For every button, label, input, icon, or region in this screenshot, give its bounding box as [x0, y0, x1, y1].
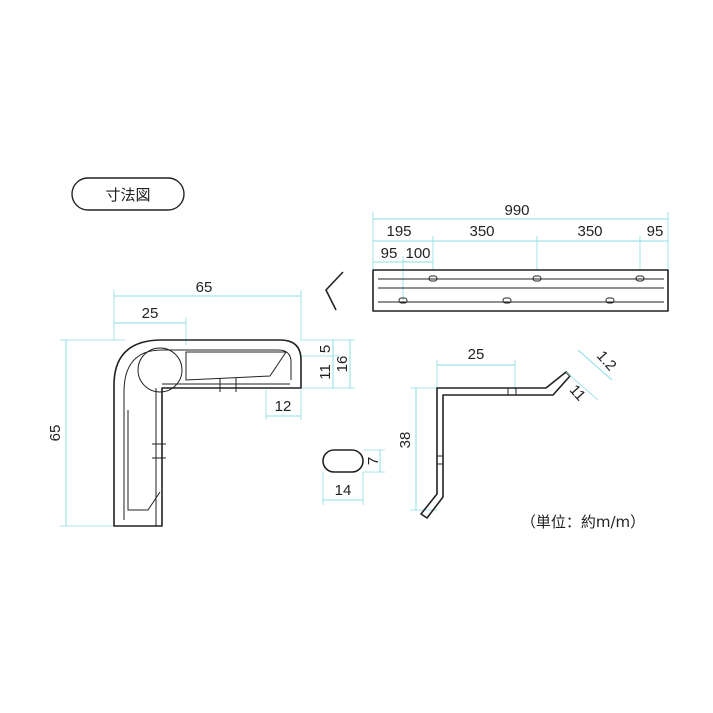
rail-sub1-label: 95: [381, 245, 398, 262]
slot-detail: 7 14: [322, 449, 385, 505]
title-text: 寸法図: [105, 186, 150, 204]
corner-d16-label: 16: [334, 356, 351, 373]
unit-note: （単位：約m/m）: [521, 513, 645, 531]
profile-t12-label: 1.2: [593, 348, 620, 375]
profile-t11-label: 11: [566, 382, 589, 405]
corner-d12-label: 12: [275, 398, 292, 415]
corner-d5-label: 5: [317, 345, 334, 353]
rail-seg2-label: 350: [469, 223, 494, 240]
chevron-icon: [325, 271, 344, 311]
rail-view: 990 195 350 350 95 95 100: [372, 202, 669, 312]
slot-height-label: 7: [365, 457, 382, 465]
rail-seg1-label: 195: [386, 223, 411, 240]
rail-seg4-label: 95: [647, 223, 664, 240]
corner-width-label: 65: [196, 279, 213, 296]
corner-d11-label: 11: [317, 364, 334, 380]
profile-top-label: 25: [468, 346, 485, 363]
title-badge: 寸法図: [71, 177, 185, 211]
corner-height-label: 65: [47, 425, 64, 442]
rail-sub2-label: 100: [405, 245, 430, 262]
corner-view: 65 25 65 5 11 16 12: [47, 279, 355, 527]
profile-height-label: 38: [397, 432, 414, 449]
rail-total-label: 990: [504, 202, 529, 219]
rail-seg3-label: 350: [577, 223, 602, 240]
profile-view: 25 38 1.2 11: [397, 346, 620, 519]
slot-width-label: 14: [335, 482, 352, 499]
corner-inner-label: 25: [142, 305, 159, 322]
